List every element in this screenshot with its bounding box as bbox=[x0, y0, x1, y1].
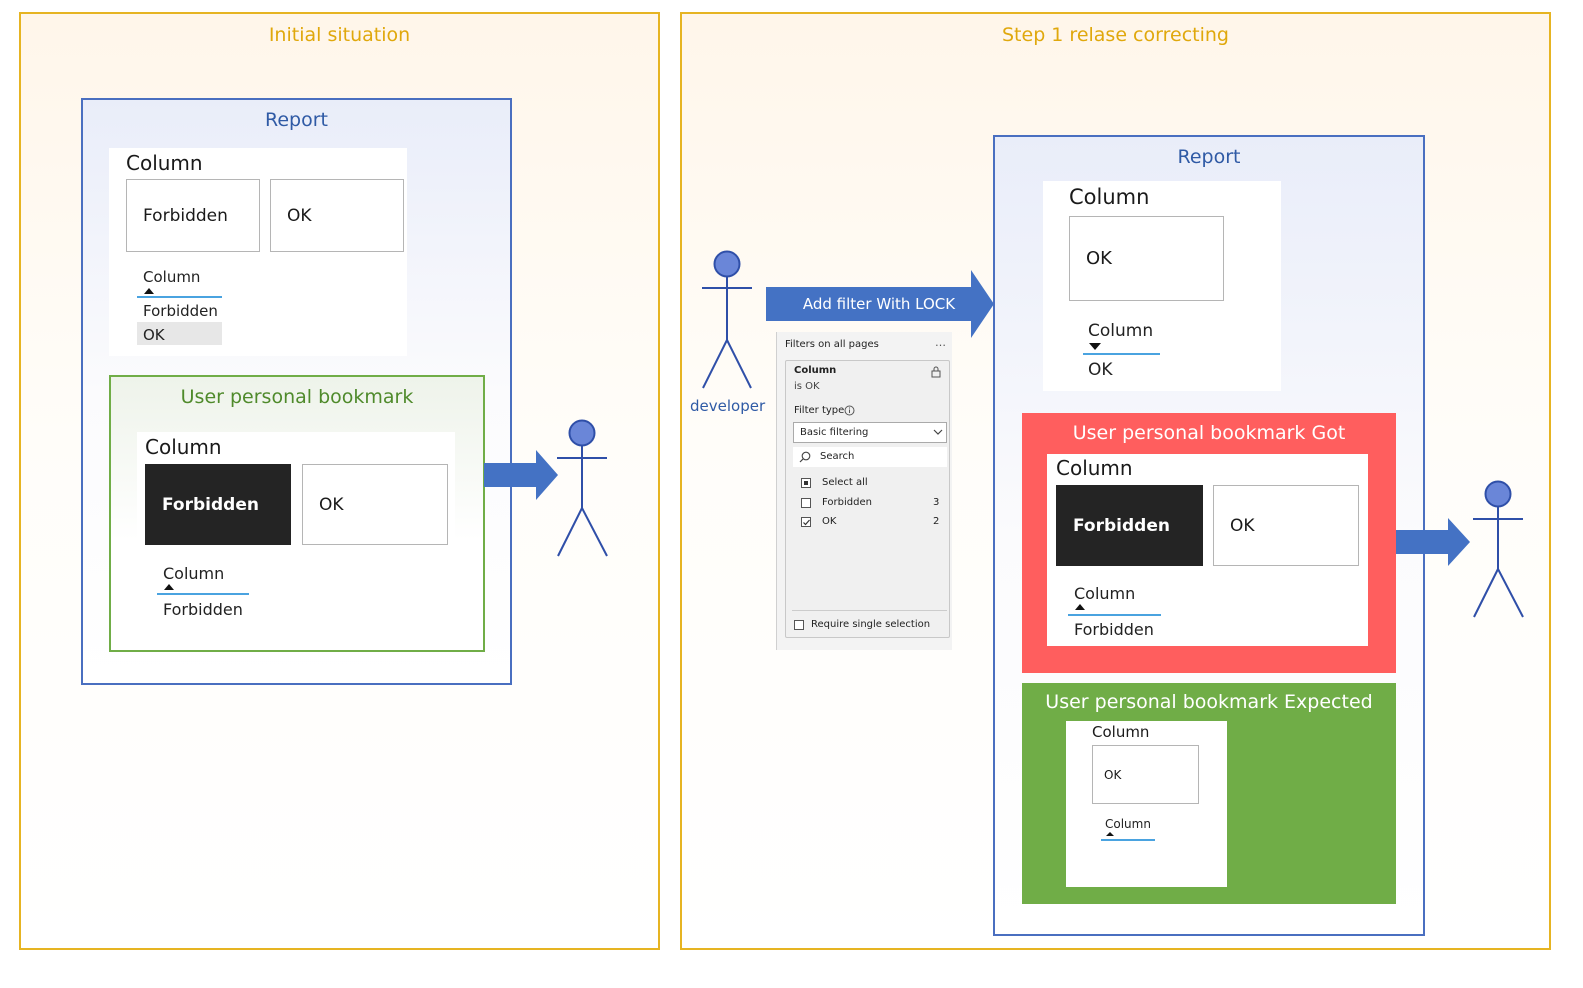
slicer-header: Column bbox=[1105, 817, 1151, 831]
user-figure-icon bbox=[1473, 480, 1524, 618]
filter-pane-header: Filters on all pages bbox=[785, 339, 879, 350]
column-title: Column bbox=[1092, 723, 1150, 741]
sort-caret-icon bbox=[1075, 604, 1085, 610]
lock-icon[interactable] bbox=[931, 366, 941, 378]
forbidden-count: 3 bbox=[933, 497, 940, 508]
tile-ok[interactable]: OK bbox=[270, 179, 404, 252]
bookmark-title: User personal bookmark bbox=[180, 386, 414, 408]
slicer-header: Column bbox=[163, 564, 225, 583]
bookmark-got-title: User personal bookmark Got bbox=[1072, 422, 1346, 444]
panel-title: Step 1 relase correcting bbox=[1002, 24, 1229, 46]
slicer-underline bbox=[1068, 614, 1161, 616]
report-visual-card: Column OK Column OK bbox=[1043, 181, 1281, 391]
require-single-label: Require single selection bbox=[811, 619, 931, 630]
slicer-header: Column bbox=[143, 268, 201, 286]
bookmark-expected-visual-card: Column OK Column bbox=[1066, 721, 1227, 887]
info-icon bbox=[844, 405, 855, 416]
report-title: Report bbox=[265, 109, 328, 131]
more-options-icon[interactable]: … bbox=[935, 336, 946, 349]
slicer-value[interactable]: Forbidden bbox=[1074, 620, 1154, 639]
column-title: Column bbox=[1056, 456, 1133, 480]
report-visual-card: Column Forbidden OK Column Forbidden OK bbox=[109, 148, 407, 356]
column-title: Column bbox=[126, 151, 203, 175]
select-all-checkbox[interactable] bbox=[801, 478, 811, 488]
slicer-underline bbox=[1101, 839, 1155, 841]
require-single-checkbox[interactable] bbox=[794, 620, 804, 630]
bookmark-got-visual-card: Column Forbidden OK Column Forbidden bbox=[1047, 454, 1368, 646]
ok-label: OK bbox=[822, 516, 837, 527]
forbidden-label: Forbidden bbox=[822, 497, 872, 508]
slicer-value[interactable]: OK bbox=[1088, 360, 1113, 380]
tile-ok[interactable]: OK bbox=[302, 464, 448, 545]
tile-ok[interactable]: OK bbox=[1092, 745, 1199, 804]
dropdown-caret-icon bbox=[1089, 343, 1101, 350]
slicer-value[interactable]: Forbidden bbox=[163, 600, 243, 619]
user-figure-icon bbox=[557, 419, 608, 557]
tile-ok[interactable]: OK bbox=[1069, 216, 1224, 301]
slicer-header: Column bbox=[1074, 584, 1136, 603]
chevron-down-icon bbox=[933, 429, 943, 435]
forbidden-checkbox[interactable] bbox=[801, 498, 811, 508]
sort-caret-icon bbox=[1106, 832, 1114, 836]
panel-title: Initial situation bbox=[268, 24, 411, 46]
column-title: Column bbox=[145, 435, 222, 459]
filter-card-title: Column bbox=[794, 365, 837, 376]
column-title: Column bbox=[1069, 185, 1150, 209]
filter-type-dropdown[interactable]: Basic filtering bbox=[793, 422, 947, 443]
bookmark-expected-title: User personal bookmark Expected bbox=[1045, 691, 1373, 713]
tile-forbidden[interactable]: Forbidden bbox=[126, 179, 260, 252]
select-all-label: Select all bbox=[822, 477, 868, 488]
sort-caret-icon bbox=[144, 288, 154, 294]
sort-caret-icon bbox=[164, 584, 174, 590]
ok-checkbox[interactable] bbox=[801, 517, 811, 527]
filter-pane: Filters on all pages … Column is OK Filt… bbox=[776, 332, 952, 650]
bookmark-visual-card: Column Forbidden OK Column Forbidden bbox=[137, 432, 455, 628]
developer-figure-icon bbox=[702, 250, 752, 389]
developer-label: developer bbox=[690, 397, 766, 415]
search-icon bbox=[799, 451, 811, 463]
add-filter-arrow-label: Add filter With LOCK bbox=[802, 295, 956, 313]
tile-forbidden-selected[interactable]: Forbidden bbox=[145, 464, 291, 545]
slicer-item-ok-selected-bg bbox=[137, 322, 222, 345]
add-filter-arrow-icon bbox=[766, 270, 994, 338]
tile-forbidden-selected[interactable]: Forbidden bbox=[1056, 485, 1203, 566]
report-title: Report bbox=[1177, 146, 1241, 168]
arrow-right-icon bbox=[484, 450, 558, 500]
arrow-right-icon bbox=[1396, 518, 1470, 566]
search-box[interactable]: Search bbox=[793, 447, 947, 467]
tile-ok[interactable]: OK bbox=[1213, 485, 1359, 566]
filter-card: Column is OK Filter type Basic filtering… bbox=[785, 360, 950, 638]
ok-count: 2 bbox=[933, 516, 940, 527]
filter-card-subtitle: is OK bbox=[794, 381, 820, 392]
slicer-underline bbox=[1083, 353, 1160, 355]
slicer-underline bbox=[157, 593, 249, 595]
divider bbox=[792, 610, 947, 611]
slicer-item-ok[interactable]: OK bbox=[143, 326, 165, 344]
slicer-header: Column bbox=[1088, 321, 1154, 341]
filter-type-value: Basic filtering bbox=[800, 427, 869, 438]
slicer-item-forbidden[interactable]: Forbidden bbox=[143, 302, 218, 320]
filter-type-label: Filter type bbox=[794, 405, 845, 416]
slicer-underline bbox=[137, 296, 222, 298]
search-placeholder: Search bbox=[820, 451, 855, 462]
